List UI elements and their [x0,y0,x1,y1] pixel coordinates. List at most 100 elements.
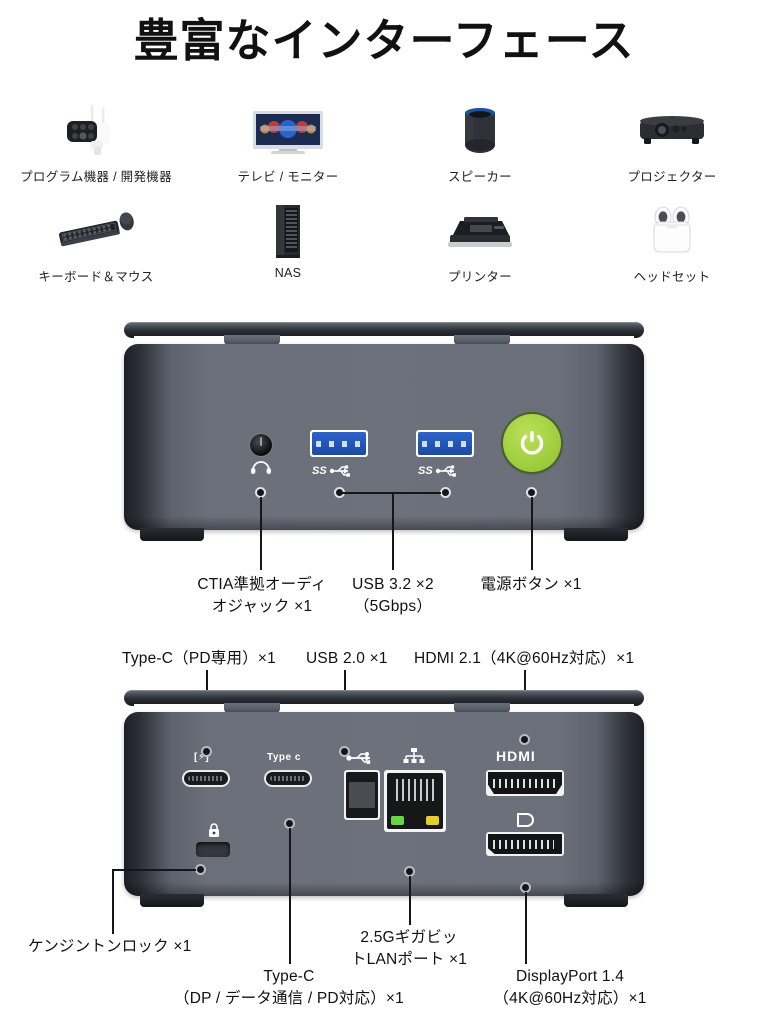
callout-line-lock-v [112,869,114,934]
callout-label-audio: CTIA準拠オーディ オジャック ×1 [190,574,334,619]
device-label: テレビ / モニター [237,170,339,184]
device-cell-printer: プリンター [384,200,576,300]
callout-label-hdmi: HDMI 2.1（4K@60Hz対応）×1 [414,650,635,667]
callout-line-usb-bridge [340,492,441,494]
rear-chassis-lid-gap [134,704,634,713]
superspeed-usb-icon-2: SS [418,462,462,482]
projector-icon [632,100,712,162]
device-cell-nas: NAS [192,200,384,300]
callout-label-lan-line1: 2.5Gギガビッ [360,929,458,946]
device-cell-speaker: スピーカー [384,100,576,200]
hdmi-port[interactable] [486,770,564,796]
callout-label-typec-data-line2: （DP / データ通信 / PD対応）×1 [174,990,404,1008]
page-title: 豊富なインターフェース [133,15,635,66]
device-cell-projector: プロジェクター [576,100,768,200]
superspeed-usb-icon-1: SS [312,462,356,482]
device-label: スピーカー [447,170,512,184]
callout-label-audio-line1: CTIA準拠オーディ [197,576,327,593]
rear-chassis-foot-left [140,894,204,907]
device-cell-keyboard-mouse: キーボード＆マウス [0,200,192,300]
keyboard-mouse-icon [53,200,139,262]
callout-label-lan: 2.5Gギガビッ トLANポート ×1 [348,927,470,972]
callout-label-typec-data: Type-C （DP / データ通信 / PD対応）×1 [130,966,448,1011]
usb20-port[interactable] [344,770,380,820]
displayport-icon [516,812,534,833]
device-cell-tv: テレビ / モニター [192,100,384,200]
chassis-lid-gap [134,336,634,345]
rear-chassis-tab-right [454,703,510,713]
typec-pd-port[interactable] [182,770,230,787]
device-label: キーボード＆マウス [38,270,154,284]
displayport-port[interactable] [486,832,564,856]
usb32-port-2[interactable] [416,430,474,457]
lan-port[interactable] [384,770,446,832]
hdmi-silk-label: HDMI [496,748,536,764]
rear-chassis-lid [124,690,644,706]
callout-line-power [531,497,533,570]
power-button[interactable] [503,414,561,472]
callout-label-usb-line2: （5Gbps） [353,598,433,616]
callout-label-displayport-line2: （4K@60Hz対応）×1 [493,990,647,1008]
earbuds-case-icon [646,200,698,262]
device-cell-camera: プログラム機器 / 開発機器 [0,100,192,200]
security-camera-icon [61,100,131,162]
callout-line-lan [409,876,411,925]
callout-dot-pd [201,746,212,757]
callout-label-kensington: ケンジントンロック ×1 [28,936,191,958]
chassis-tab-right [454,335,510,345]
compatible-devices-grid: プログラム機器 / 開発機器 テレビ / モニター [0,100,768,300]
padlock-icon [207,822,221,843]
device-label: プログラム機器 / 開発機器 [20,170,172,184]
chassis-body [124,344,644,530]
callout-line-audio [260,497,262,570]
device-row-1: プログラム機器 / 開発機器 テレビ / モニター [0,100,768,200]
printer-icon [442,200,518,262]
device-cell-earbuds: ヘッドセット [576,200,768,300]
callout-line-usb [392,492,394,570]
device-row-2: キーボード＆マウス [0,200,768,300]
nas-server-icon [268,200,308,262]
device-label: ヘッドセット [633,270,711,284]
usb32-port-1[interactable] [310,430,368,457]
front-panel-chassis: SS SS [124,322,644,544]
rear-chassis-foot-right [564,894,628,907]
lan-icon [403,748,425,769]
chassis-lid [124,322,644,338]
svg-text:SS: SS [312,465,327,477]
tv-monitor-icon [249,100,327,162]
callout-dot-lock [195,864,206,875]
callout-label-power-line1: 電源ボタン ×1 [480,576,582,593]
callout-label-kensington-line1: ケンジントンロック ×1 [28,938,192,955]
callout-dot-hdmi [519,734,530,745]
rear-panel-chassis: [⚡] Type c [124,690,644,910]
chassis-foot-right [564,528,628,541]
audio-jack-port[interactable] [250,434,272,456]
callout-label-power: 電源ボタン ×1 [461,574,601,596]
callout-label-usb20: USB 2.0 ×1 [306,650,388,667]
callout-label-displayport: DisplayPort 1.4 （4K@60Hz対応）×1 [455,966,685,1011]
callout-line-lock-h [112,869,196,871]
callout-label-usb-line1: USB 3.2 ×2 [352,576,434,593]
device-label: NAS [274,266,302,280]
device-label: プロジェクター [627,170,717,184]
callout-dot-usb-right [440,487,451,498]
callout-line-typec-data [289,828,291,964]
headphone-icon [248,458,274,479]
callout-label-lan-line2: トLANポート ×1 [350,951,468,969]
callout-label-pd-typec: Type-C（PD専用）×1 [122,650,276,667]
usb-icon [346,750,376,769]
callout-dot-usb20 [339,746,350,757]
svg-text:SS: SS [418,465,433,477]
callout-label-audio-line2: オジャック ×1 [211,598,313,616]
callout-line-dp [525,892,527,964]
rear-chassis-tab-left [224,703,280,713]
power-glyph-icon [520,431,544,455]
callout-label-displayport-line1: DisplayPort 1.4 [515,968,625,985]
typec-data-port[interactable] [264,770,312,787]
kensington-lock-slot[interactable] [196,842,230,857]
typec-silk-label: Type c [267,752,301,763]
pd-silk-label: [⚡] [194,752,210,763]
smart-speaker-icon [457,100,503,162]
callout-label-typec-data-line1: Type-C [263,968,315,985]
